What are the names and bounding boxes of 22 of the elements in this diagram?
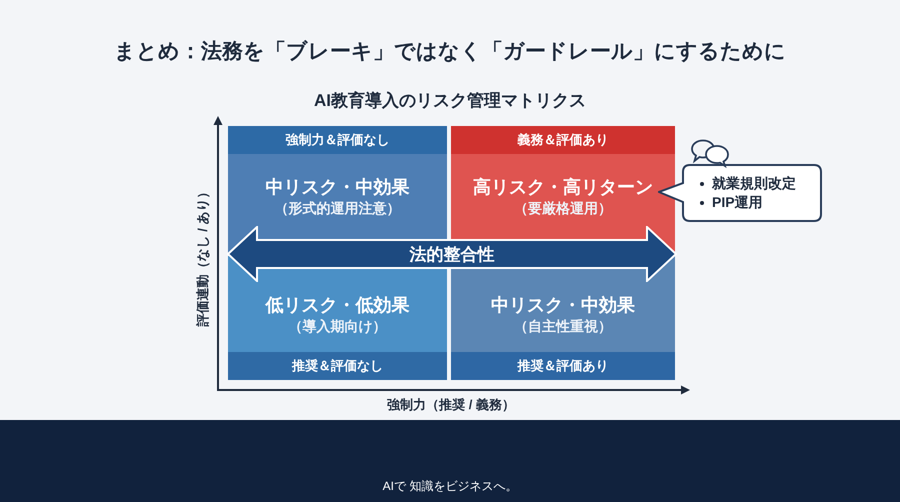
quadrant-subtitle: （要厳格運用）: [514, 199, 612, 218]
double-arrow-band: [227, 226, 677, 282]
category-band: 義務＆評価あり: [451, 126, 675, 154]
quadrant-subtitle: （形式的運用注意）: [274, 199, 400, 218]
speech-bubble: [658, 164, 822, 222]
quadrant-subtitle: （自主性重視）: [514, 317, 612, 336]
matrix-title: AI教育導入のリスク管理マトリクス: [314, 90, 586, 112]
quadrant-title: 中リスク・中効果: [266, 176, 410, 198]
arrow-label: 法的整合性: [410, 246, 494, 262]
quadrant-title: 低リスク・低効果: [266, 294, 410, 316]
axis-label: 強制力（推奨 / 義務）: [387, 396, 515, 414]
page-title: まとめ：法務を「ブレーキ」ではなく「ガードレール」にするために: [114, 39, 786, 65]
quadrant-title: 中リスク・中効果: [491, 294, 635, 316]
category-band: 推奨＆評価あり: [451, 352, 675, 380]
category-band: 推奨＆評価なし: [228, 352, 447, 380]
tagline: AIで 知識をビジネスへ。: [382, 478, 518, 494]
list-item-text: PIP運用: [712, 193, 763, 212]
category-band: 強制力＆評価なし: [228, 126, 447, 154]
axis-label: 評価連動（なし / あり）: [195, 186, 211, 326]
list-item-text: 就業規則改定: [712, 174, 796, 193]
quadrant-title: 高リスク・高リターン: [473, 176, 653, 198]
quadrant-subtitle: （導入期向け）: [288, 317, 386, 336]
